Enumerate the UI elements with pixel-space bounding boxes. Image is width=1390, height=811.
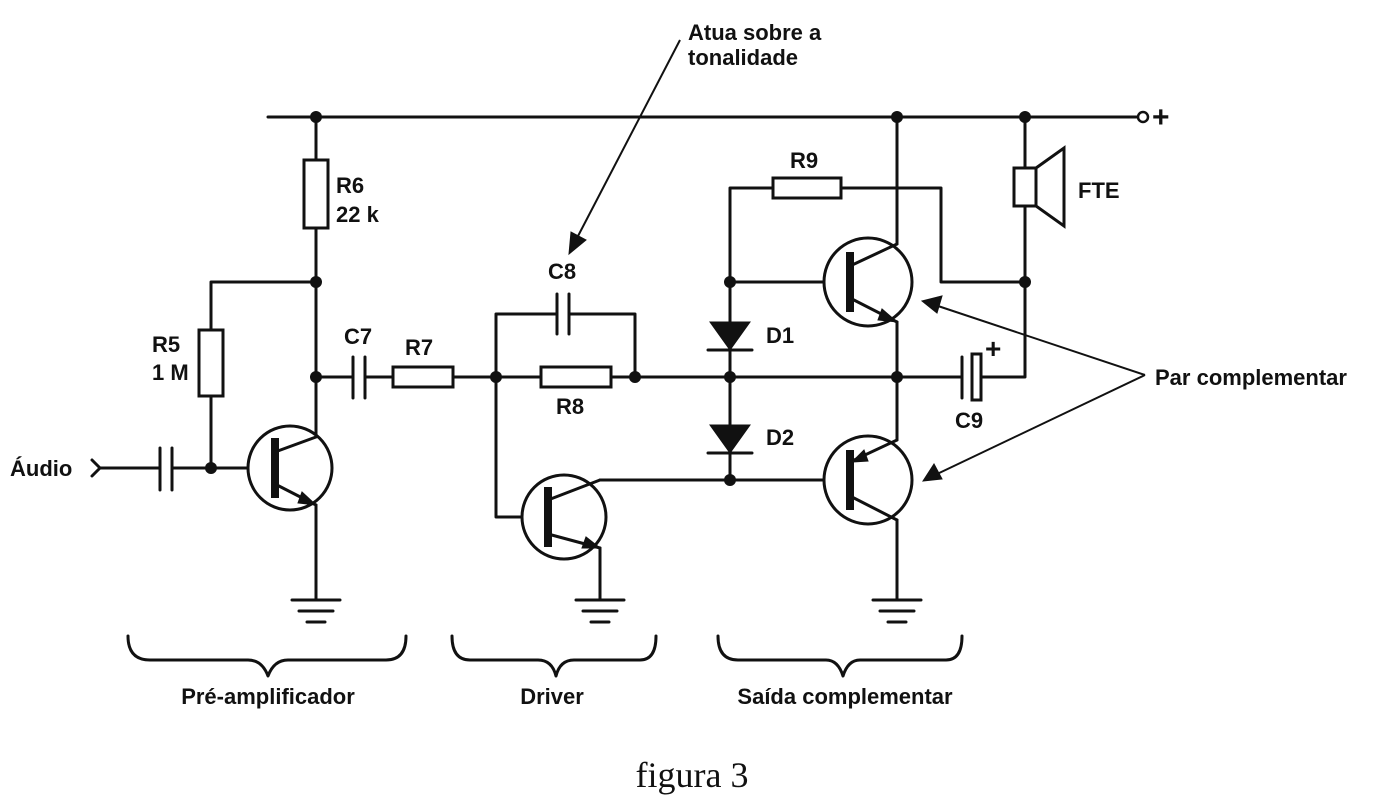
r5-value: 1 M — [152, 360, 189, 385]
r6-value: 22 k — [336, 202, 380, 227]
transistor-driver — [520, 473, 608, 561]
transistor-q1 — [246, 424, 334, 512]
d2-label: D2 — [766, 425, 794, 450]
r6-label: R6 — [336, 173, 364, 198]
resistor-r6 — [302, 158, 330, 230]
supply-plus: + — [1152, 101, 1170, 134]
speaker-fte — [1012, 166, 1038, 208]
tone-note-line2: tonalidade — [688, 45, 798, 70]
par-complementar-label: Par complementar — [1155, 365, 1347, 390]
diode-d2 — [709, 424, 751, 454]
preamp-stage: R6 22 k R5 1 M Áudio C7 — [10, 111, 498, 624]
c7-label: C7 — [344, 324, 372, 349]
ground-symbol — [574, 598, 626, 624]
section-driver: Driver — [520, 684, 584, 709]
diode-d1 — [709, 321, 751, 351]
transistor-upper — [822, 236, 914, 328]
c9-plus: + — [985, 333, 1001, 364]
ground-symbol — [871, 598, 923, 624]
r5-label: R5 — [152, 332, 180, 357]
r9-label: R9 — [790, 148, 818, 173]
tone-note-line1: Atua sobre a — [688, 20, 822, 45]
r8-label: R8 — [556, 394, 584, 419]
audio-input-label: Áudio — [10, 456, 72, 481]
c9-label: C9 — [955, 408, 983, 433]
resistor-r9 — [771, 176, 843, 200]
tone-annotation: Atua sobre a tonalidade — [568, 20, 822, 256]
resistor-r7 — [391, 365, 455, 389]
transistor-lower — [822, 434, 914, 526]
section-output: Saída complementar — [737, 684, 953, 709]
c8-label: C8 — [548, 259, 576, 284]
figure-caption: figura 3 — [636, 755, 749, 795]
complementary-pair-annotation: Par complementar — [920, 295, 1347, 482]
r7-label: R7 — [405, 335, 433, 360]
fte-label: FTE — [1078, 178, 1120, 203]
resistor-r8 — [539, 365, 613, 389]
d1-label: D1 — [766, 323, 794, 348]
output-stage: R9 D1 D2 — [706, 111, 1120, 624]
resistor-r5 — [197, 328, 225, 398]
supply-rail: + — [266, 101, 1170, 134]
section-brackets — [126, 634, 964, 678]
section-preamp: Pré-amplificador — [181, 684, 355, 709]
ground-symbol — [290, 598, 342, 624]
